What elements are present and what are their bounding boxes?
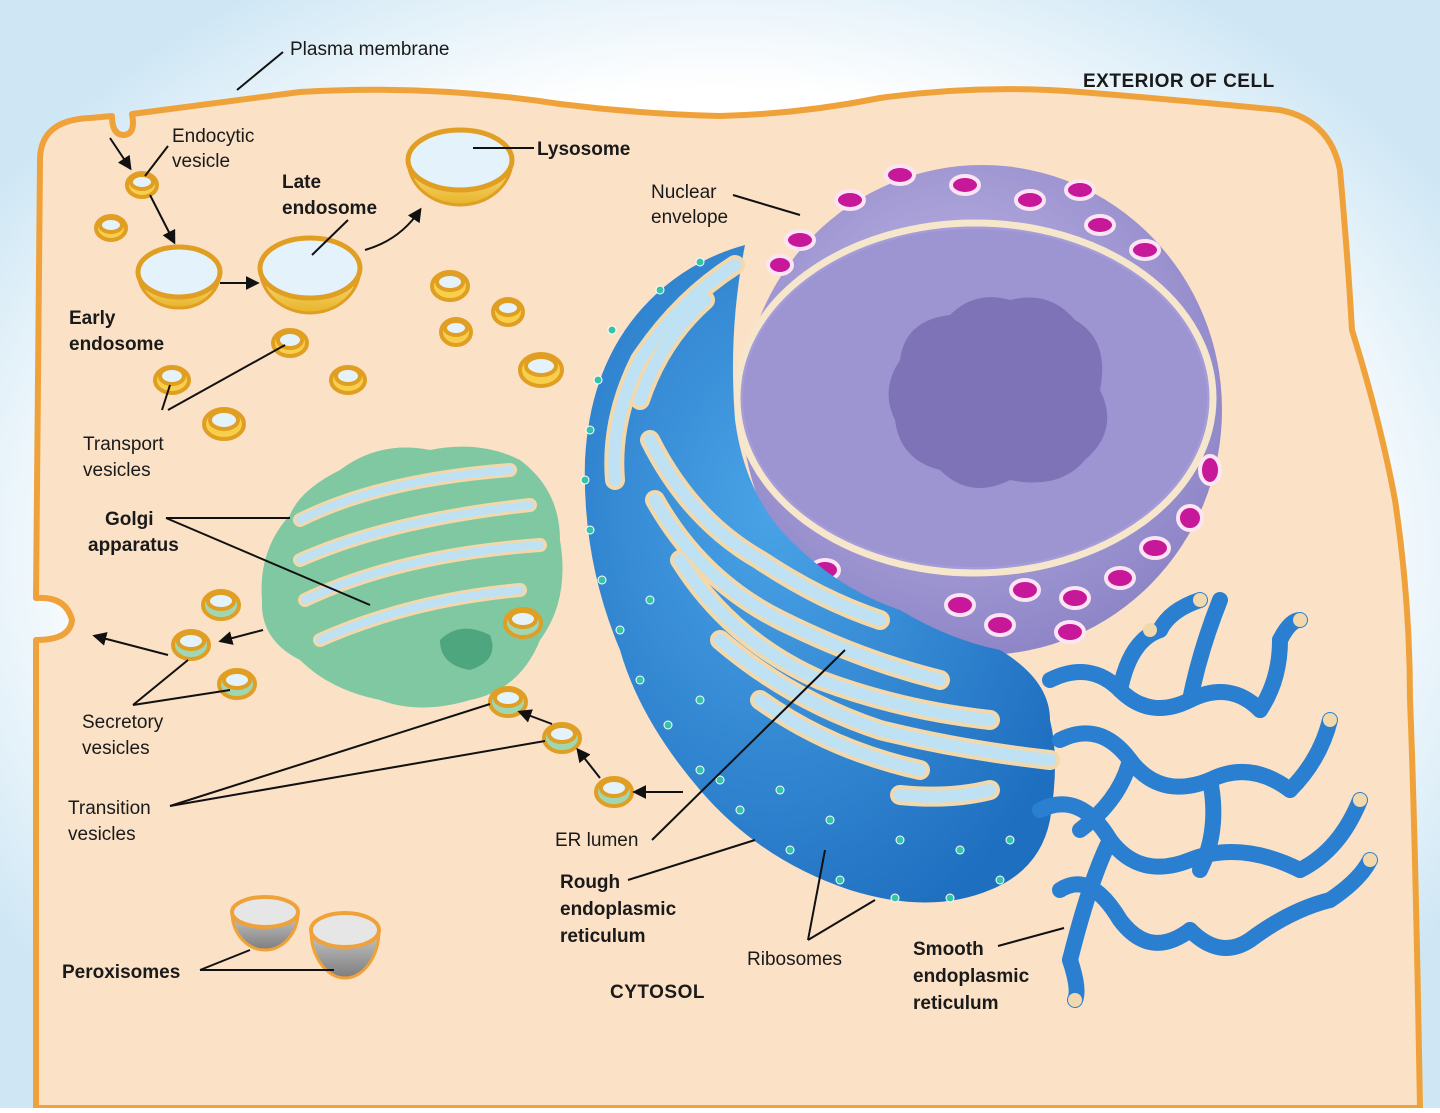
nucleolus: [888, 297, 1108, 488]
late-endosome: [257, 235, 363, 315]
transition-vesicles: [488, 686, 634, 808]
label-plasma-membrane: Plasma membrane: [290, 39, 449, 60]
label-er-lumen: ER lumen: [555, 830, 638, 851]
label-early-endosome: Early endosome: [69, 308, 164, 355]
label-transport-vesicles: Transport vesicles: [83, 434, 169, 481]
rough-er: [580, 245, 1060, 903]
label-nuclear-envelope: Nuclear envelope: [651, 182, 728, 228]
smooth-er-tips: [1068, 593, 1377, 1007]
label-cytosol: CYTOSOL: [610, 982, 705, 1003]
secretory-vesicles: [171, 589, 543, 700]
early-endosome: [135, 244, 223, 310]
labels: Plasma membrane EXTERIOR OF CELL Endocyt…: [62, 39, 1275, 1014]
label-late-endosome: Late endosome: [282, 172, 377, 219]
vesicles: [94, 127, 634, 980]
golgi-apparatus: [261, 446, 563, 708]
nuclear-pores: [766, 164, 1222, 644]
peroxisomes: [230, 895, 381, 980]
label-rough-er: Rough endoplasmic reticulum: [560, 872, 681, 947]
pathway-arrows: [92, 137, 683, 799]
ribosome-dots: [580, 257, 1015, 903]
label-endocytic-vesicle: Endocytic vesicle: [172, 126, 260, 172]
label-lysosome: Lysosome: [537, 139, 630, 160]
label-golgi-apparatus: Golgi apparatus: [88, 509, 179, 556]
label-peroxisomes: Peroxisomes: [62, 962, 180, 983]
label-secretory-vesicles: Secretory vesicles: [82, 712, 169, 759]
nucleus: [733, 164, 1222, 655]
label-smooth-er: Smooth endoplasmic reticulum: [913, 939, 1034, 1014]
label-exterior-of-cell: EXTERIOR OF CELL: [1083, 71, 1275, 92]
label-ribosomes: Ribosomes: [747, 949, 842, 970]
leader-lines: [132, 51, 1065, 971]
lysosome: [405, 127, 515, 207]
label-transition-vesicles: Transition vesicles: [68, 798, 156, 845]
small-vesicles: [94, 171, 564, 441]
